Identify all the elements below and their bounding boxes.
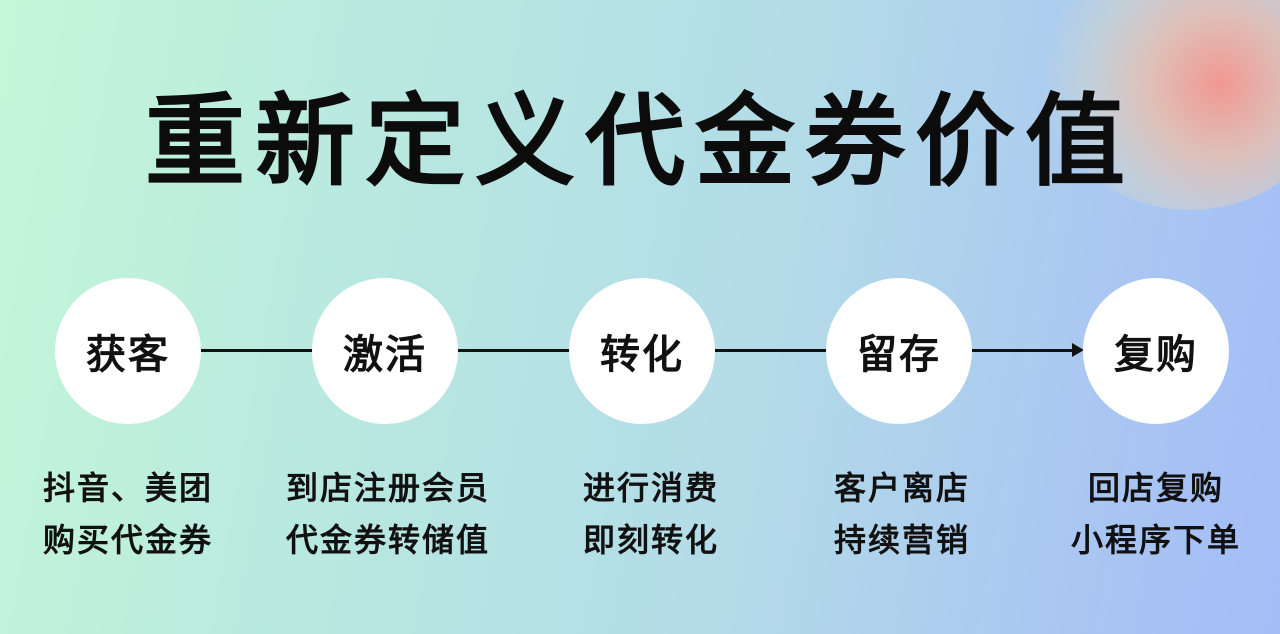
connector-line-1 xyxy=(201,349,315,352)
stage-convert: 转化 xyxy=(569,278,715,424)
arrow-right-icon xyxy=(1072,343,1084,357)
page-title: 重新定义代金券价值 xyxy=(145,83,1135,200)
stage-description-activate: 到店注册会员 代金券转储值 xyxy=(258,462,518,566)
stage-description-acquire: 抖音、美团 购买代金券 xyxy=(0,462,258,566)
description-line: 客户离店 xyxy=(833,469,970,507)
description-line: 回店复购 xyxy=(1087,469,1224,507)
stage-activate: 激活 xyxy=(312,278,458,424)
description-line: 抖音、美团 xyxy=(42,469,213,507)
description-line: 代金券转储值 xyxy=(285,521,490,559)
stage-label: 激活 xyxy=(343,332,427,378)
stage-description-repurchase: 回店复购 小程序下单 xyxy=(1026,462,1280,566)
description-line: 即刻转化 xyxy=(582,521,719,559)
stage-label: 留存 xyxy=(857,332,941,378)
description-line: 进行消费 xyxy=(582,469,719,507)
stage-description-convert: 进行消费 即刻转化 xyxy=(521,462,781,566)
connector-line-2 xyxy=(458,349,572,352)
stage-description-retain: 客户离店 持续营销 xyxy=(772,462,1032,566)
connector-line-3 xyxy=(715,349,829,352)
stage-label: 转化 xyxy=(600,332,684,378)
stage-repurchase: 复购 xyxy=(1083,278,1229,424)
stage-acquire: 获客 xyxy=(55,278,201,424)
stage-retain: 留存 xyxy=(826,278,972,424)
description-line: 小程序下单 xyxy=(1070,521,1241,559)
description-line: 购买代金券 xyxy=(42,521,213,559)
stage-label: 获客 xyxy=(86,332,170,378)
description-line: 到店注册会员 xyxy=(285,469,490,507)
description-line: 持续营销 xyxy=(833,521,970,559)
connector-line-4 xyxy=(972,349,1074,352)
stage-label: 复购 xyxy=(1114,332,1198,378)
